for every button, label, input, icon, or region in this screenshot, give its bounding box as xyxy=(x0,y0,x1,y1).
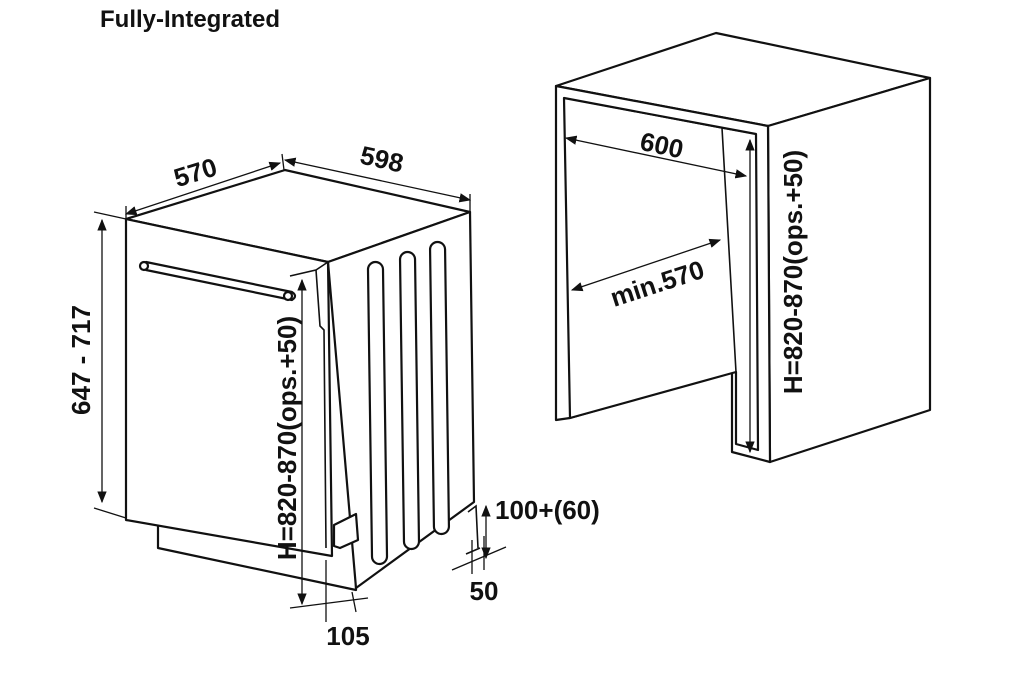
depth-label: 598 xyxy=(358,140,407,179)
niche-depth-dimension-line xyxy=(570,238,722,292)
dishwasher-drawing: 570 598 647 - 717 H=820-870(ops.+50) 100… xyxy=(66,140,600,651)
niche-height-label: H=820-870(ops.+50) xyxy=(778,150,808,394)
dishwasher-front-panel xyxy=(124,217,334,558)
width-label: 570 xyxy=(170,152,220,193)
niche-inner-edges xyxy=(563,97,757,373)
door-offset-dimension-line xyxy=(289,597,369,609)
door-frame-edge xyxy=(289,261,329,549)
plinth-depth-label: 50 xyxy=(470,576,499,606)
side-ribs xyxy=(366,240,451,566)
panel-height-label: 647 - 717 xyxy=(66,305,96,415)
toe-notch xyxy=(332,512,360,550)
width-dimension-line xyxy=(124,161,282,216)
niche-width-dimension-line xyxy=(564,135,748,179)
depth-dimension-line xyxy=(283,157,472,203)
cabinet-niche-drawing: 600 min.570 H=820-870(ops.+50) xyxy=(554,31,932,464)
height-label: H=820-870(ops.+50) xyxy=(272,316,302,560)
door-offset-label: 105 xyxy=(326,621,369,651)
diagram-title: Fully-Integrated xyxy=(100,6,280,33)
toe-kick-bracket xyxy=(465,504,481,555)
plinth-label: 100+(60) xyxy=(495,495,600,525)
door-handle xyxy=(138,260,297,302)
plinth-depth-dimension-line xyxy=(451,546,507,571)
